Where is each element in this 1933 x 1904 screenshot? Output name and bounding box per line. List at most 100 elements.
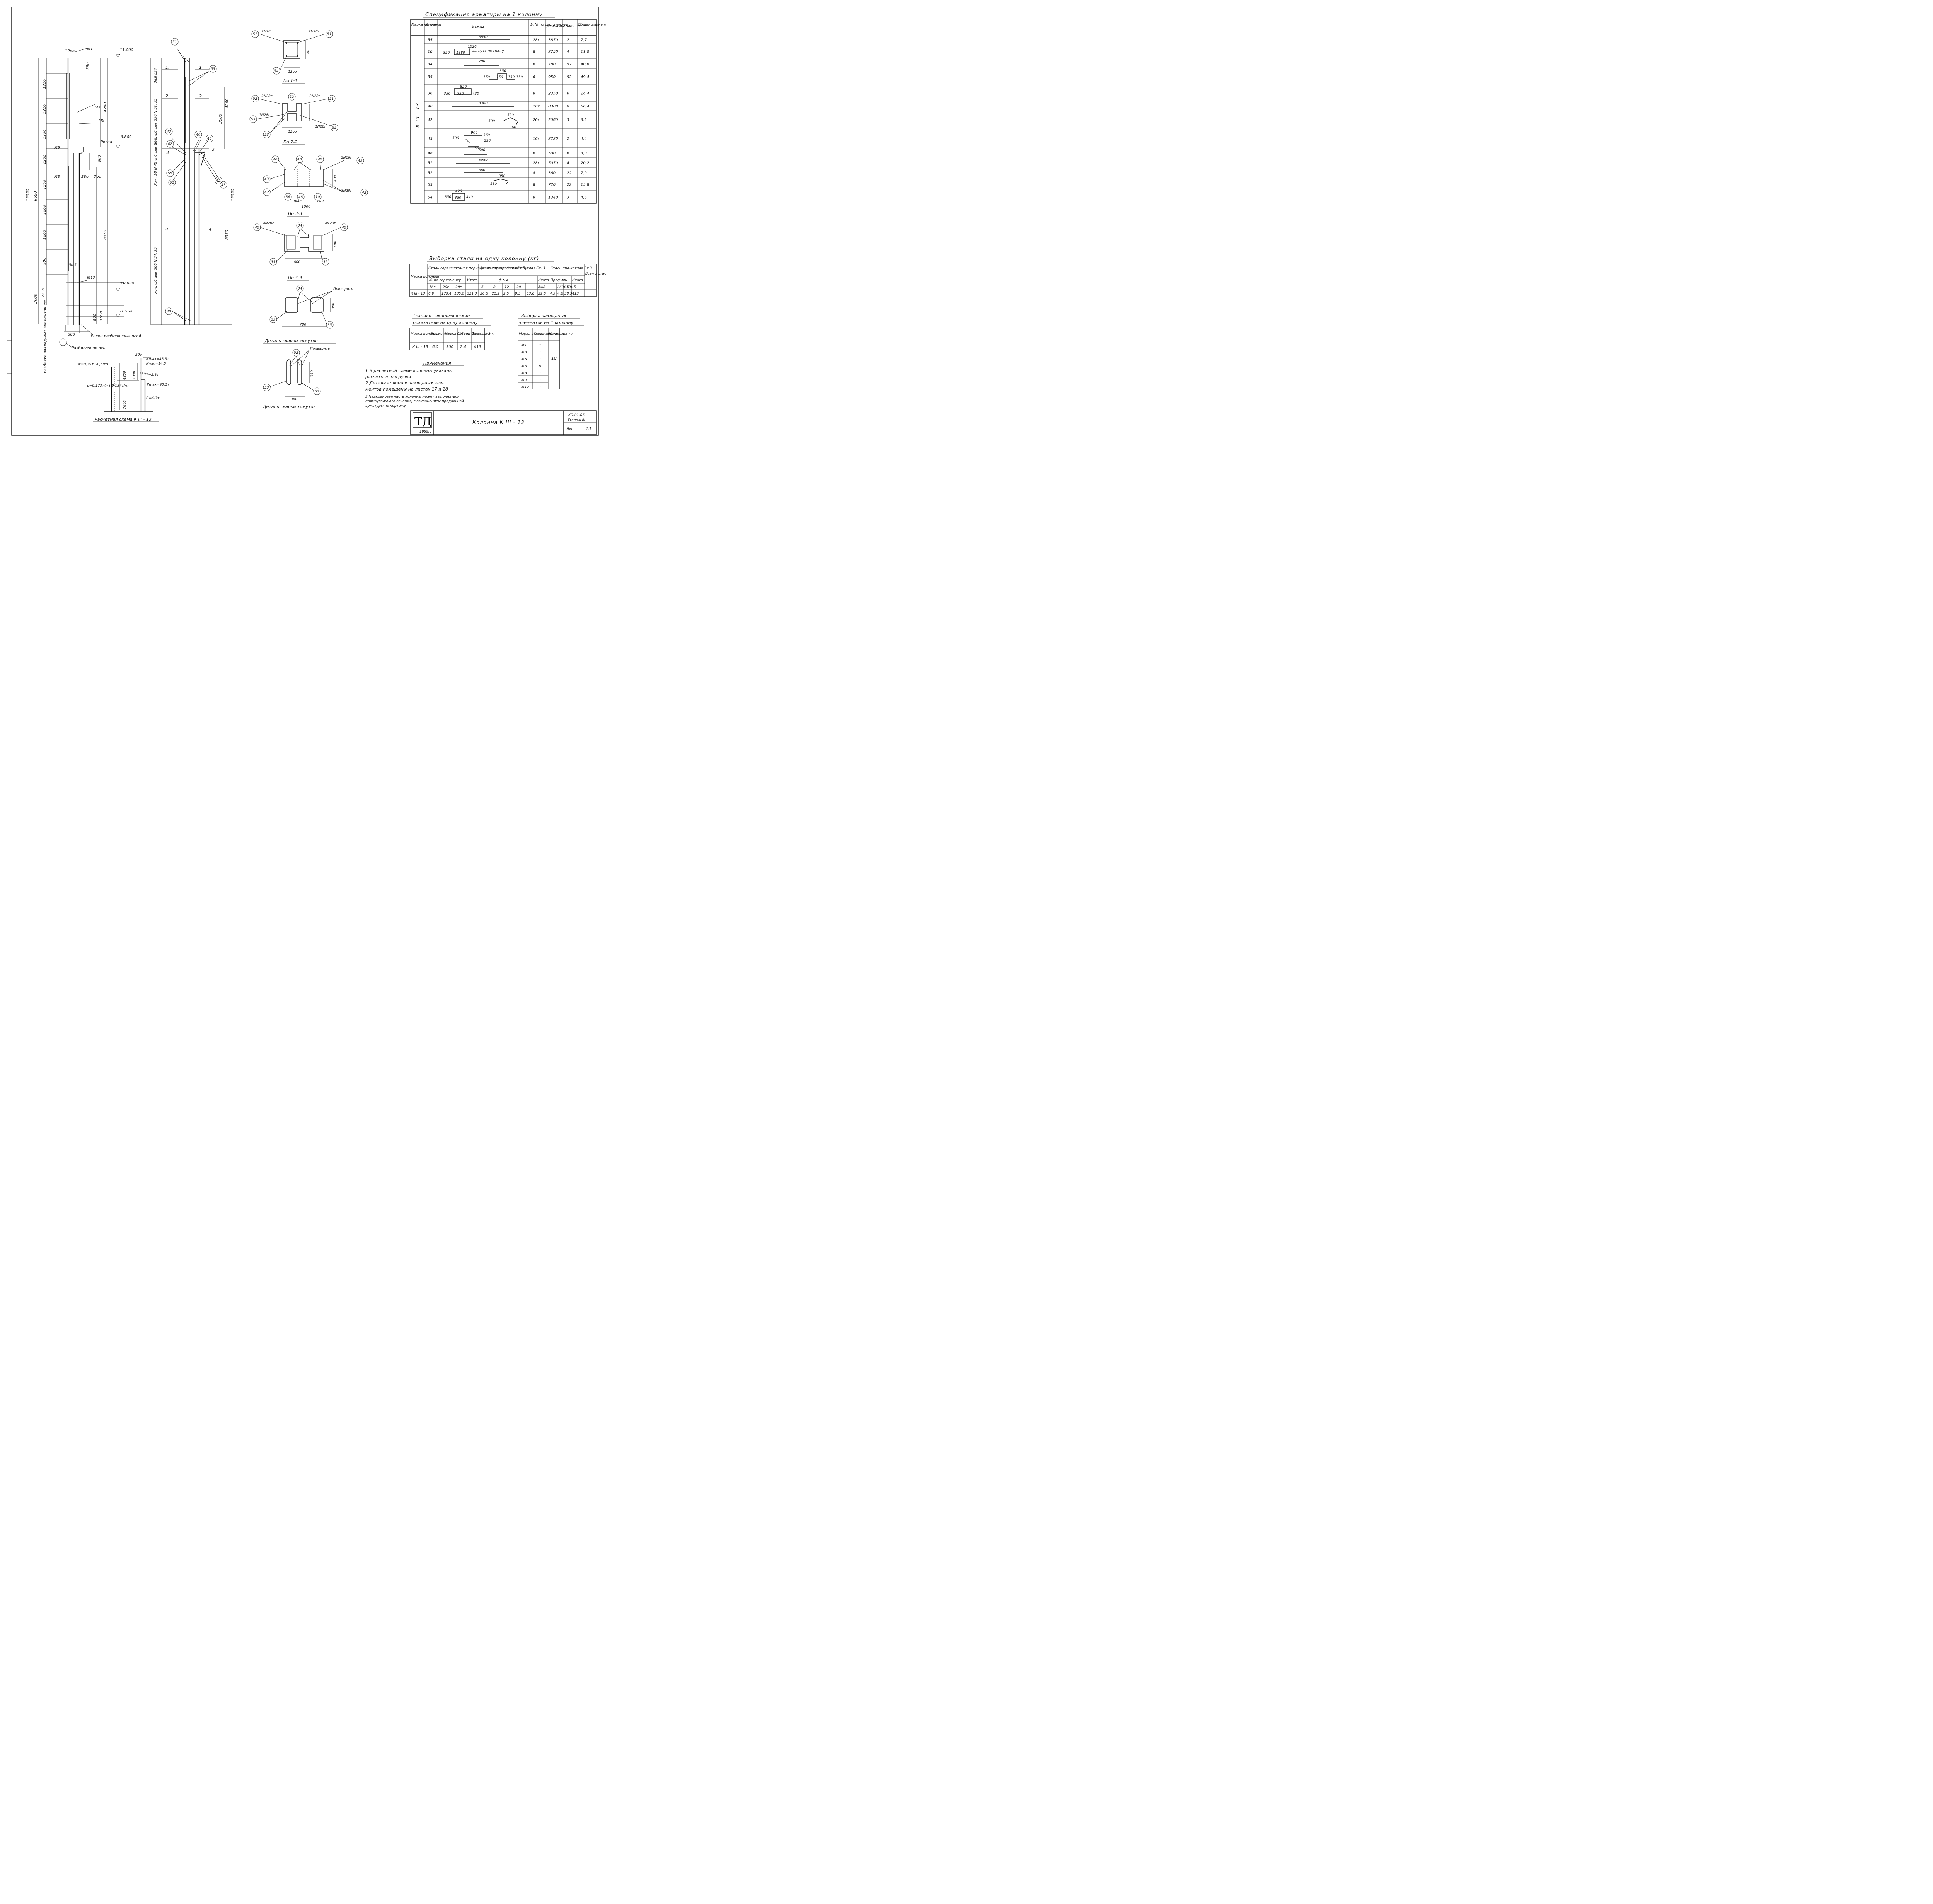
title-section-4-4: По 4-4 [288, 275, 302, 280]
dim-200-s3: 200 [317, 200, 324, 203]
spec-diam: 6 [533, 151, 535, 155]
dim-800-base: 800 [93, 314, 97, 321]
bar-3n20: 3N20г [341, 189, 352, 193]
spec-diam: 16г [533, 137, 540, 141]
title-issue: Выпуск III [568, 418, 585, 422]
label-nmin: Nmin=14,0т [146, 362, 168, 366]
callout-54-s1: 54 [274, 69, 279, 73]
spec-sketch-len: 3850 [479, 36, 488, 39]
label-q: q=0,173т/м (-0,137т/м) [87, 384, 129, 388]
embed-mark: М3 [521, 350, 527, 355]
dim-1200-e: 12оо [43, 180, 47, 189]
dim-1200-f: 12оо [43, 205, 47, 215]
spec-qty: 22 [567, 171, 572, 176]
spec-sketch-len: 5050 [479, 159, 488, 162]
sk-54-d: 440 [466, 195, 473, 199]
spec-h-qty: Колич шт [563, 24, 581, 28]
spec-pos: 55 [428, 38, 433, 43]
steel-h-itogo2: Итого [538, 278, 549, 282]
dim-6650: 6650 [34, 191, 38, 201]
callout-34-w1: 34 [298, 287, 302, 291]
section-2-2 [249, 93, 338, 138]
steel-subheader: 16г [429, 285, 435, 289]
vert-note-4: Хом. ф8 N 48 ф 6 шаг 200 [154, 138, 158, 186]
dim-1200-g: 12оо [43, 230, 47, 240]
callout-36-s3: 36 [286, 195, 290, 199]
callout-51-s1b: 51 [327, 32, 331, 36]
tech-cell: К III - 13 [412, 345, 428, 349]
spec-title: Спецификация арматуры на 1 колонну [425, 12, 542, 18]
sk-35-c: 150 [496, 75, 503, 79]
vert-note-2: Хом. ф8 шаг 350 N 52, 53 [154, 99, 158, 145]
steel-h-itogo1: Итого [467, 278, 478, 282]
steel-cell: 4,5 [550, 292, 556, 296]
dim-400-s4: 400 [334, 241, 338, 247]
steel-subheader: 20г [443, 285, 449, 289]
callout-51-a: 51 [172, 40, 177, 44]
dim-800-s4: 800 [294, 260, 300, 264]
embed-header: № листа [549, 332, 564, 336]
sk-10-d: загнуть по месту [472, 49, 504, 53]
sk-35-a: 350 [499, 69, 506, 73]
title-sheet-label: Лист [566, 427, 576, 431]
spec-total: 7,9 [581, 171, 587, 176]
sk-36-d: 430 [472, 92, 479, 96]
cut-4-right: 4 [209, 227, 211, 232]
label-m8: М8 [54, 175, 60, 179]
steel-cell: 29,0 [538, 292, 546, 296]
spec-pos: 43 [428, 137, 433, 141]
steel-cell: 21,2 [492, 292, 499, 296]
notes-title: Примечания [423, 361, 451, 366]
spec-total: 4,4 [581, 137, 587, 141]
spec-qty: 2 [567, 137, 569, 141]
embed-mark: М1 [521, 343, 527, 348]
note-line: 2 Детали колонн и закладных эле- [365, 380, 444, 386]
spec-len: 950 [548, 75, 556, 79]
label-pmax: Pmax=90,1т [147, 383, 170, 387]
callout-52-w2: 52 [294, 351, 298, 355]
spec-qty: 52 [567, 62, 572, 67]
label-t: T=2,8т [146, 373, 159, 377]
spec-h-len: Длина мм [546, 24, 565, 28]
dim-800-s3: 800 [294, 200, 300, 203]
callout-40-c: 40 [167, 310, 171, 314]
title-code: КЭ-01-06 [568, 413, 585, 417]
spec-qty: 8 [567, 104, 569, 109]
spec-total: 4,6 [581, 196, 587, 200]
weld-detail-2 [263, 349, 321, 397]
level-zero: ±0.000 [120, 281, 134, 285]
callout-53-w2a: 53 [264, 386, 269, 390]
dim-400-s1: 400 [307, 48, 310, 54]
spec-len: 8300 [548, 104, 558, 109]
spec-mark: К III - 13 [415, 103, 421, 128]
spec-total: 20,2 [581, 161, 589, 165]
embed-title-1: Выборка закладных [521, 313, 566, 318]
spec-total: 6,2 [581, 118, 587, 122]
vert-note-3: Хом. ф6 шаг 300 N 34, 35 [154, 247, 158, 294]
sk-10-c: 1380 [456, 51, 465, 55]
dim-400-s3: 400 [334, 175, 338, 182]
spec-qty: 3 [567, 118, 569, 122]
tech-title-2: показатели на одну колонну [413, 320, 478, 325]
sk-36-c: 750 [457, 92, 464, 96]
sk-42-c: 360 [510, 126, 516, 130]
callout-51-b: 51 [170, 181, 174, 185]
dim-1000-s3: 1000 [302, 205, 310, 209]
label-m3: М3 [95, 105, 101, 109]
spec-qty: 4 [567, 50, 569, 54]
spec-len: 2220 [548, 137, 558, 141]
spec-pos: 34 [428, 62, 433, 67]
spec-pos: 40 [428, 104, 433, 109]
spec-total: 7,7 [581, 38, 587, 43]
cut-4-left: 4 [165, 227, 168, 232]
dim-380-s1: 12оо [288, 70, 297, 74]
steel-cell: 2,5 [503, 292, 509, 296]
sk-53-b: 180 [490, 182, 497, 186]
spec-len: 720 [548, 183, 556, 187]
note-line: 3 Надкрановая часть колонны может выполн… [365, 395, 460, 399]
sk-10-a: 1020 [468, 45, 477, 49]
embed-header: Марка заклад-ного элемента [519, 332, 573, 336]
spec-sketch-len: 500 [479, 148, 485, 152]
dim-scheme-7800: 7800 [123, 400, 127, 409]
bar-1n28-b: 1N28г [315, 125, 326, 129]
